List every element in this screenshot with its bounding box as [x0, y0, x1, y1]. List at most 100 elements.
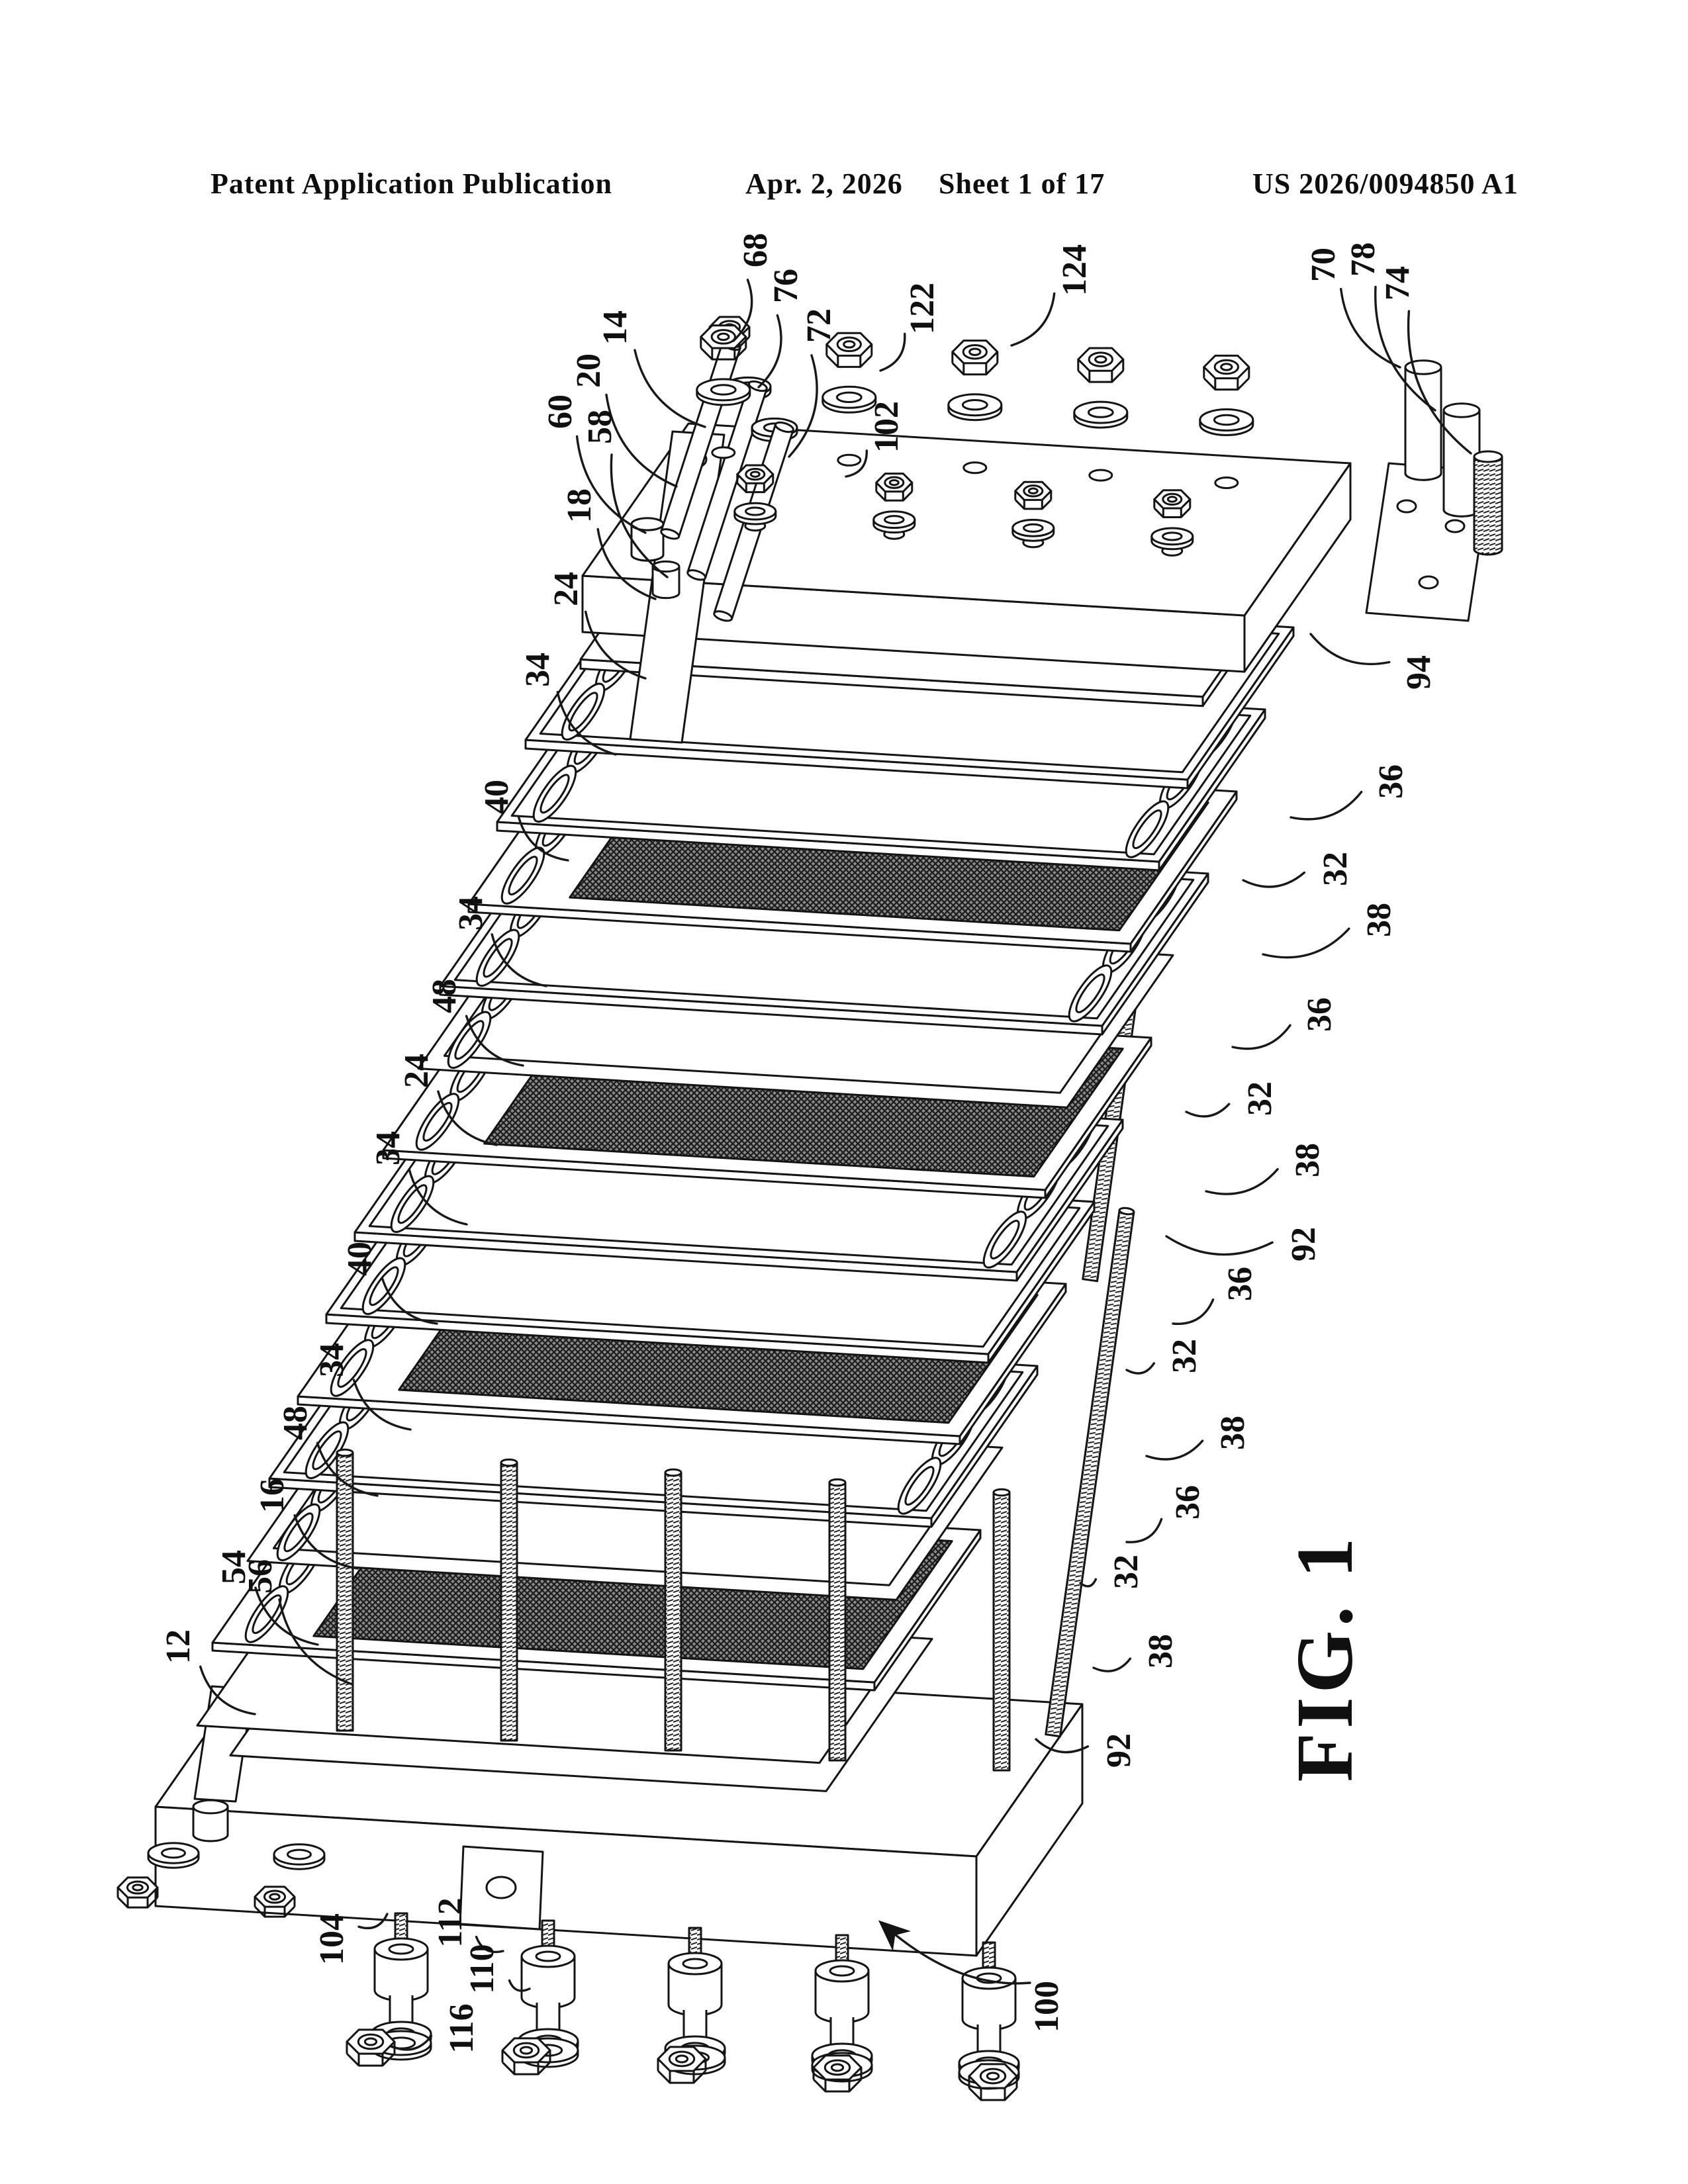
reference-numeral-24: 24	[398, 1054, 436, 1088]
washer-icon	[733, 502, 777, 525]
leader-line	[732, 279, 753, 342]
reference-numeral-76: 76	[767, 269, 805, 303]
leader-line	[788, 354, 818, 458]
assembly-reference-numeral: 100	[1028, 1981, 1066, 2032]
reference-numeral-94: 94	[1400, 655, 1438, 690]
tie-rod-bolt	[992, 1488, 1011, 1772]
tie-rod-bolt	[336, 1448, 354, 1732]
reference-numeral-36: 36	[1301, 997, 1338, 1032]
reference-numeral-116: 116	[443, 2003, 481, 2053]
tie-rod-bolt	[500, 1458, 518, 1742]
reference-numeral-104: 104	[313, 1913, 351, 1965]
reference-numeral-40: 40	[341, 1242, 379, 1276]
header-sheet-count: Sheet 1 of 17	[939, 167, 1105, 200]
leader-line	[517, 815, 569, 862]
reference-numeral-34: 34	[452, 896, 490, 931]
leader-line	[596, 527, 657, 600]
reference-numeral-124: 124	[1056, 244, 1094, 296]
figure-caption: FIG. 1	[1280, 1534, 1370, 1782]
layer-end-plate-top	[581, 316, 1503, 744]
reference-numeral-54: 54	[215, 1550, 253, 1584]
leader-line	[575, 435, 647, 534]
hex-nut-icon	[254, 1886, 296, 1918]
leader-line	[1185, 1103, 1231, 1118]
hex-nut-icon	[700, 324, 747, 361]
fitting-port	[651, 560, 680, 600]
reference-numeral-70: 70	[1305, 248, 1342, 282]
washer-icon	[821, 385, 877, 414]
reference-numeral-38: 38	[1214, 1416, 1252, 1450]
leader-line	[316, 1441, 379, 1497]
reference-numeral-74: 74	[1379, 266, 1417, 300]
reference-numeral-60: 60	[541, 394, 579, 429]
reference-numeral-68: 68	[737, 233, 774, 267]
hex-nut-icon	[875, 473, 914, 502]
header-date: Apr. 2, 2026	[745, 167, 903, 200]
reference-numeral-24: 24	[547, 572, 585, 606]
reference-numeral-16: 16	[254, 1479, 291, 1513]
reference-numeral-38: 38	[1289, 1143, 1327, 1177]
leader-line	[357, 1913, 389, 1930]
reference-numeral-20: 20	[570, 353, 608, 388]
leader-line	[352, 1379, 412, 1431]
reference-numeral-72: 72	[800, 308, 838, 343]
hex-nut-icon	[1203, 354, 1250, 391]
lock-nut-icon	[501, 2037, 551, 2075]
leader-line	[1125, 1362, 1155, 1375]
reference-numeral-14: 14	[596, 310, 634, 345]
washer-icon	[872, 510, 916, 534]
leader-line	[491, 933, 547, 987]
washer-icon	[1199, 408, 1254, 436]
reference-numeral-38: 38	[1142, 1634, 1180, 1668]
reference-numeral-58: 58	[581, 410, 619, 444]
leader-line	[278, 1598, 353, 1686]
reference-numeral-102: 102	[868, 401, 906, 453]
leader-line	[605, 393, 678, 488]
reference-numeral-34: 34	[519, 653, 557, 687]
leader-line	[757, 314, 782, 388]
leader-line	[1374, 285, 1436, 412]
washer-icon	[1073, 400, 1129, 429]
mounting-tab	[459, 1845, 544, 1931]
lock-nut-icon	[968, 2063, 1018, 2101]
hex-nut-icon	[117, 1876, 159, 1909]
reference-numeral-48: 48	[426, 979, 463, 1013]
reference-numeral-34: 34	[369, 1131, 407, 1165]
leader-line	[293, 1514, 359, 1570]
leader-line	[1242, 871, 1305, 888]
reference-numeral-78: 78	[1344, 242, 1382, 277]
leader-line	[1340, 288, 1401, 369]
reference-numeral-32: 32	[1107, 1555, 1145, 1589]
washer-icon	[696, 378, 751, 406]
leader-line	[633, 349, 706, 428]
leader-line	[585, 610, 647, 680]
leader-line	[1172, 1298, 1215, 1326]
reference-numeral-32: 32	[1241, 1081, 1279, 1116]
reference-numeral-40: 40	[478, 780, 516, 814]
reference-numeral-38: 38	[1360, 903, 1398, 937]
header-publication-number: US 2026/0094850 A1	[1252, 167, 1519, 200]
leader-line	[475, 1935, 504, 1954]
reference-numeral-92: 92	[1100, 1733, 1138, 1768]
lock-nut-icon	[346, 2028, 396, 2067]
leader-line	[391, 2034, 433, 2051]
reference-numeral-56: 56	[242, 1559, 279, 1594]
leader-line	[1407, 310, 1472, 455]
leader-line	[437, 1090, 498, 1146]
washer-icon	[147, 1842, 200, 1869]
reference-numeral-32: 32	[1166, 1339, 1203, 1373]
washer-icon	[1150, 527, 1194, 551]
leader-line	[1165, 1235, 1274, 1256]
leader-line	[1231, 1024, 1291, 1050]
fitting-port	[630, 517, 665, 562]
header-publication-title: Patent Application Publication	[211, 167, 612, 200]
leader-line	[879, 332, 906, 372]
hex-nut-icon	[951, 340, 999, 376]
reference-numeral-110: 110	[463, 1944, 501, 1993]
bracket-foot-post	[192, 1799, 229, 1843]
guide-pin	[686, 380, 768, 581]
leader-line	[1010, 292, 1056, 347]
reference-numeral-122: 122	[904, 283, 941, 334]
reference-numeral-34: 34	[313, 1343, 351, 1377]
